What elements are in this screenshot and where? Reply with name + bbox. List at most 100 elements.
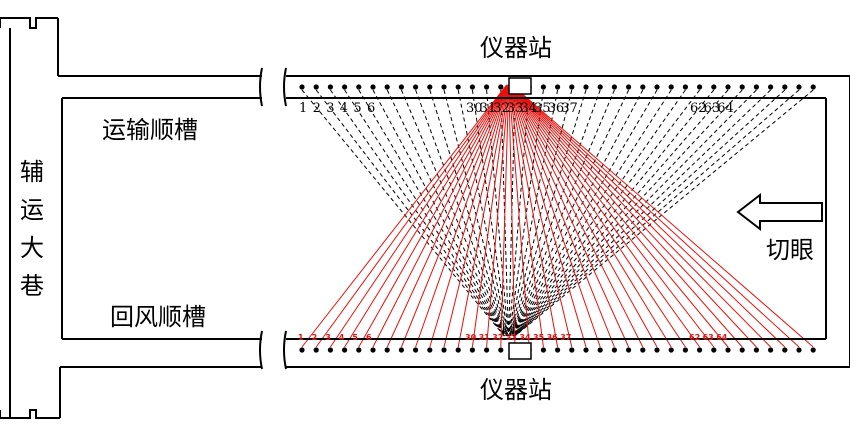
top-number-label: 5 — [353, 101, 361, 116]
bottom-number-label: 37 — [560, 333, 571, 342]
dashed-ray — [508, 89, 544, 337]
top-number-label: 35 — [534, 101, 551, 116]
bottom-geophone — [611, 347, 618, 353]
red-ray — [511, 84, 786, 348]
top-geophone — [640, 84, 646, 90]
top-geophone — [626, 84, 632, 90]
top-geophone — [697, 84, 703, 90]
top-geophone — [441, 84, 447, 90]
red-ray — [301, 84, 507, 348]
main-roadway — [0, 17, 61, 419]
main-roadway-label-2: 运 — [20, 196, 44, 224]
dashed-ray — [513, 89, 757, 337]
red-ray — [510, 84, 672, 348]
top-geophone — [384, 84, 390, 90]
bottom-geophone — [370, 347, 376, 353]
bottom-number-label: 34 — [519, 333, 531, 342]
bottom-geophone — [313, 347, 319, 353]
bottom-geophone — [739, 347, 745, 353]
red-ray — [511, 84, 757, 348]
red-ray — [511, 84, 771, 348]
bottom-geophone — [455, 347, 461, 353]
main-roadway-label-1: 辅 — [20, 158, 44, 186]
bottom-geophone — [583, 347, 589, 353]
haulage-gate-label: 运输顺槽 — [102, 116, 198, 144]
red-ray — [510, 84, 701, 348]
bottom-geophone — [640, 347, 646, 353]
main-roadway-label-3: 大 — [20, 234, 44, 262]
haulage-gate-roadway — [58, 67, 850, 107]
dashed-ray — [512, 89, 729, 337]
top-number-label: 6 — [367, 101, 375, 116]
red-ray — [508, 84, 544, 348]
red-ray — [509, 84, 601, 348]
return-gate-label: 回风顺槽 — [110, 303, 206, 331]
bottom-geophone — [668, 347, 674, 353]
bottom-geophone — [398, 347, 404, 353]
bottom-geophone-row — [299, 347, 816, 353]
dashed-ray — [443, 89, 508, 337]
bottom-geophone — [469, 347, 475, 353]
bottom-geophone — [356, 347, 362, 353]
top-geophone — [327, 84, 333, 90]
red-ray — [443, 84, 509, 348]
dashed-ray — [510, 89, 630, 337]
top-geophone — [668, 84, 674, 90]
red-ray — [344, 84, 508, 348]
red-ray — [329, 84, 508, 348]
top-geophone — [739, 84, 745, 90]
bottom-number-label: 63 — [703, 333, 714, 342]
bottom-break-mark — [259, 330, 287, 370]
dashed-ray — [513, 89, 771, 337]
red-ray — [486, 84, 510, 348]
dashed-ray — [386, 89, 507, 337]
red-ray — [509, 84, 587, 348]
bottom-geophone — [498, 347, 504, 353]
red-ray — [510, 84, 743, 348]
bottom-geophone — [299, 347, 305, 353]
top-geophone — [498, 84, 504, 90]
top-number-label: 62 — [690, 101, 707, 116]
top-geophone — [682, 84, 689, 90]
bottom-geophone — [810, 347, 816, 353]
cut-eye-roadway — [825, 76, 850, 367]
bottom-number-label: 32 — [492, 333, 503, 342]
bottom-geophone — [725, 347, 731, 353]
dashed-ray — [510, 89, 615, 337]
bottom-geophone — [327, 347, 333, 353]
bottom-geophone — [555, 347, 561, 353]
top-number-label: 2 — [313, 101, 321, 116]
bottom-geophone — [441, 347, 447, 353]
dashed-ray — [509, 89, 573, 337]
red-ray — [315, 84, 508, 348]
top-geophone — [555, 84, 561, 90]
top-number-label: 33 — [507, 101, 524, 116]
red-ray — [509, 84, 630, 348]
top-geophone — [540, 84, 547, 90]
dashed-ray — [514, 89, 814, 337]
dashed-ray — [511, 89, 686, 337]
top-geophone — [356, 84, 362, 90]
top-geophone — [796, 84, 802, 90]
red-ray — [508, 84, 516, 348]
top-geophone — [484, 84, 490, 90]
red-ray — [429, 84, 509, 348]
red-ray — [358, 84, 508, 348]
top-geophone — [782, 84, 788, 90]
top-geophone — [583, 84, 589, 90]
dashed-ray — [429, 89, 508, 337]
main-roadway-bottom-wall — [0, 409, 60, 419]
red-ray-group — [301, 84, 814, 348]
bottom-geophone — [753, 347, 760, 353]
dashed-ray — [500, 89, 509, 337]
top-geophone — [299, 84, 305, 90]
top-number-label: 34 — [520, 101, 537, 116]
bottom-geophone — [654, 347, 660, 353]
top-instrument-label: 仪器站 — [480, 34, 552, 62]
bottom-number-label: 64 — [716, 333, 728, 342]
red-ray — [511, 84, 814, 348]
dashed-ray — [512, 89, 700, 337]
top-geophone — [725, 84, 731, 90]
